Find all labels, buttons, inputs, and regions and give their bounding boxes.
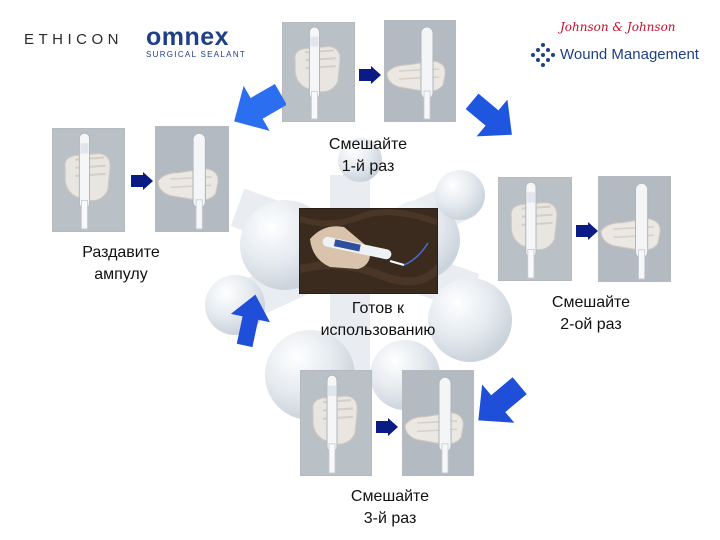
- caption-mix3: Смешайте 3-й раз: [330, 486, 450, 530]
- caption-mix2: Смешайте 2-ой раз: [531, 292, 651, 336]
- arrow-down-right-icon: [462, 88, 522, 148]
- arrow-right-icon: [359, 66, 381, 84]
- photo-mix3-start: [300, 370, 372, 476]
- photo-crush-start: [52, 128, 125, 232]
- caption-ready: Готов к использованию: [290, 298, 466, 342]
- omnex-wordmark: omnex: [146, 26, 246, 48]
- caption-mix1: Смешайте 1-й раз: [308, 134, 428, 178]
- arrow-up-right-icon: [228, 78, 286, 136]
- arrow-right-icon: [131, 172, 153, 190]
- photo-crush-end: [155, 126, 229, 232]
- jj-script: Johnson & Johnson: [560, 20, 676, 34]
- omnex-subtitle: SURGICAL SEALANT: [146, 50, 246, 59]
- omnex-logo: omnex SURGICAL SEALANT: [146, 26, 246, 59]
- photo-mix1-start: [282, 22, 355, 122]
- photo-mix2-start: [498, 177, 572, 281]
- arrow-right-icon: [576, 222, 598, 240]
- jj-wound-management-logo: Johnson & Johnson Wound Management: [530, 20, 710, 70]
- ethicon-logo: ETHICON: [24, 31, 123, 48]
- arrow-up-left-icon: [226, 288, 276, 350]
- photo-mix1-end: [384, 20, 456, 122]
- wound-management-text: Wound Management: [560, 46, 699, 63]
- arrow-right-icon: [376, 418, 398, 436]
- photo-mix2-end: [598, 176, 671, 282]
- arrow-down-left-icon: [468, 372, 530, 434]
- photo-ready-device: [299, 208, 438, 294]
- jj-dots-icon: [530, 42, 556, 68]
- photo-mix3-end: [402, 370, 474, 476]
- caption-crush: Раздавите ампулу: [66, 242, 176, 286]
